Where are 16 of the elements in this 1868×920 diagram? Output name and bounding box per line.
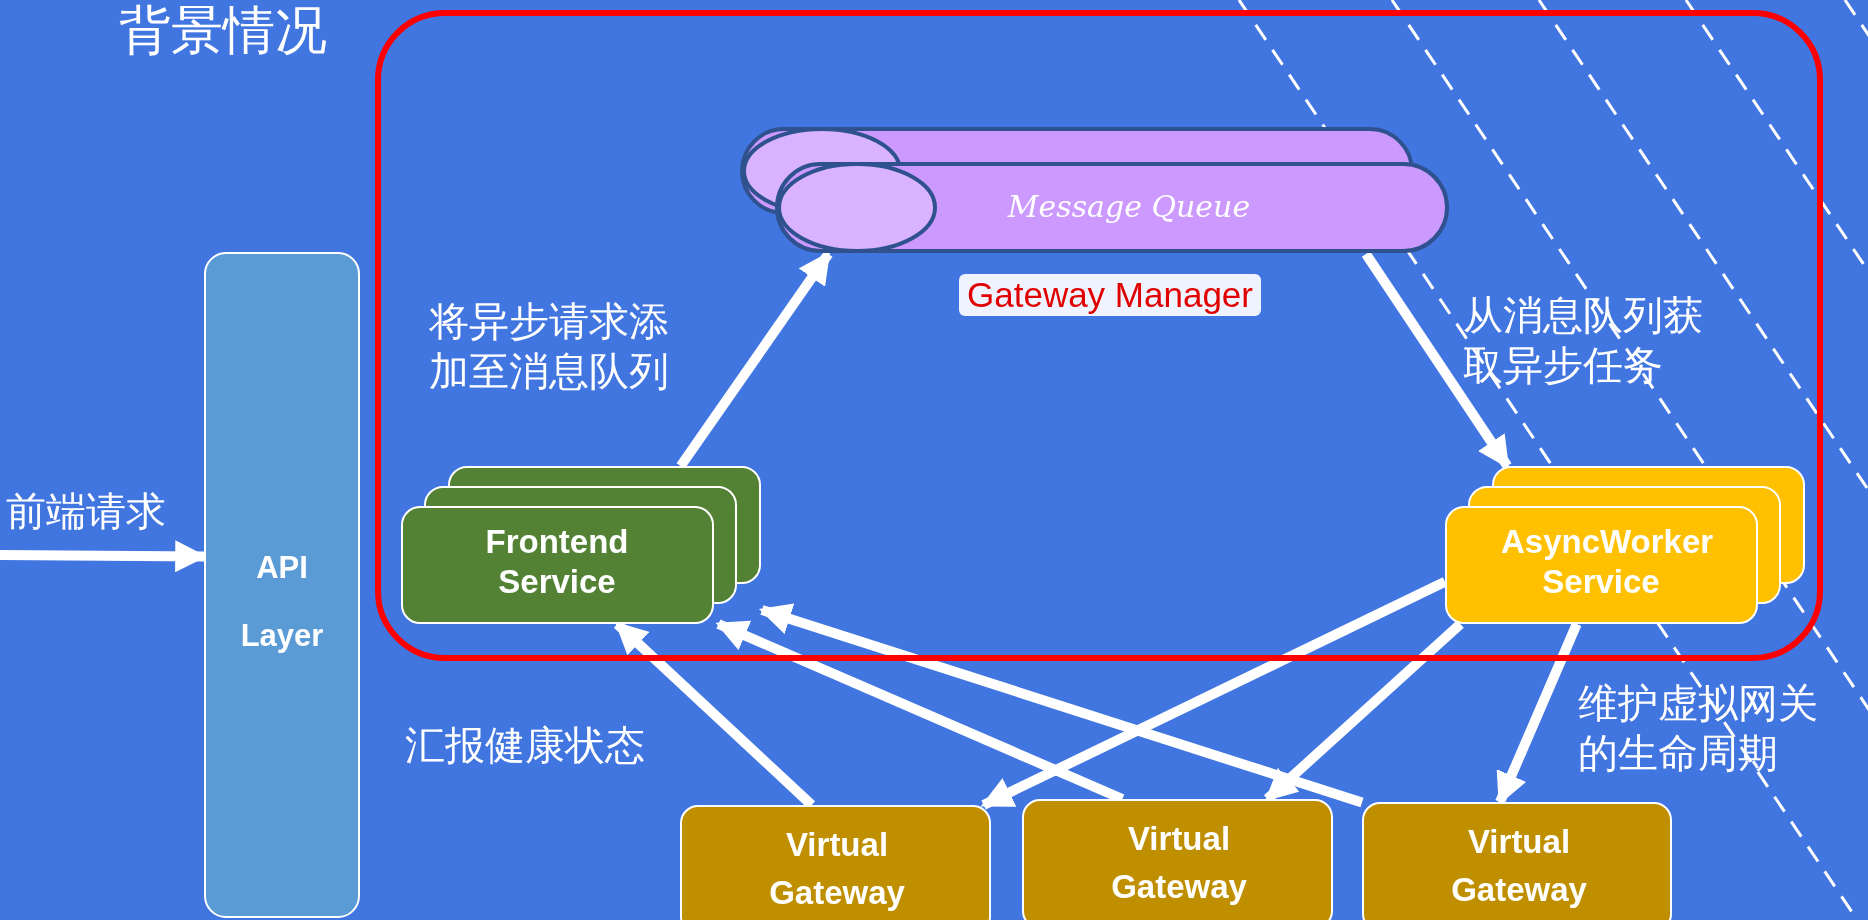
- gateway-box: Virtual Gateway: [1362, 802, 1672, 920]
- title: 背景情况: [119, 0, 327, 60]
- edge-label: 维护虚拟网关的生命周期: [1578, 679, 1819, 778]
- arrow: [1361, 251, 1512, 469]
- gateway-box: Virtual Gateway: [1022, 799, 1333, 920]
- edge-label: 前端请求: [6, 487, 167, 536]
- edge-label: 将异步请求添加至消息队列: [429, 297, 670, 396]
- group-label: Gateway Manager: [959, 274, 1261, 316]
- arrow: [1495, 622, 1582, 805]
- gateway-box: Virtual Gateway: [680, 805, 991, 920]
- arrow: [676, 251, 833, 469]
- edge-label: 汇报健康状态: [405, 721, 646, 770]
- group-frame: [375, 10, 1823, 661]
- arrow: [758, 603, 1364, 808]
- layer-bar: API Layer: [204, 252, 360, 918]
- edge-label: 从消息队列获取异步任务: [1463, 291, 1704, 390]
